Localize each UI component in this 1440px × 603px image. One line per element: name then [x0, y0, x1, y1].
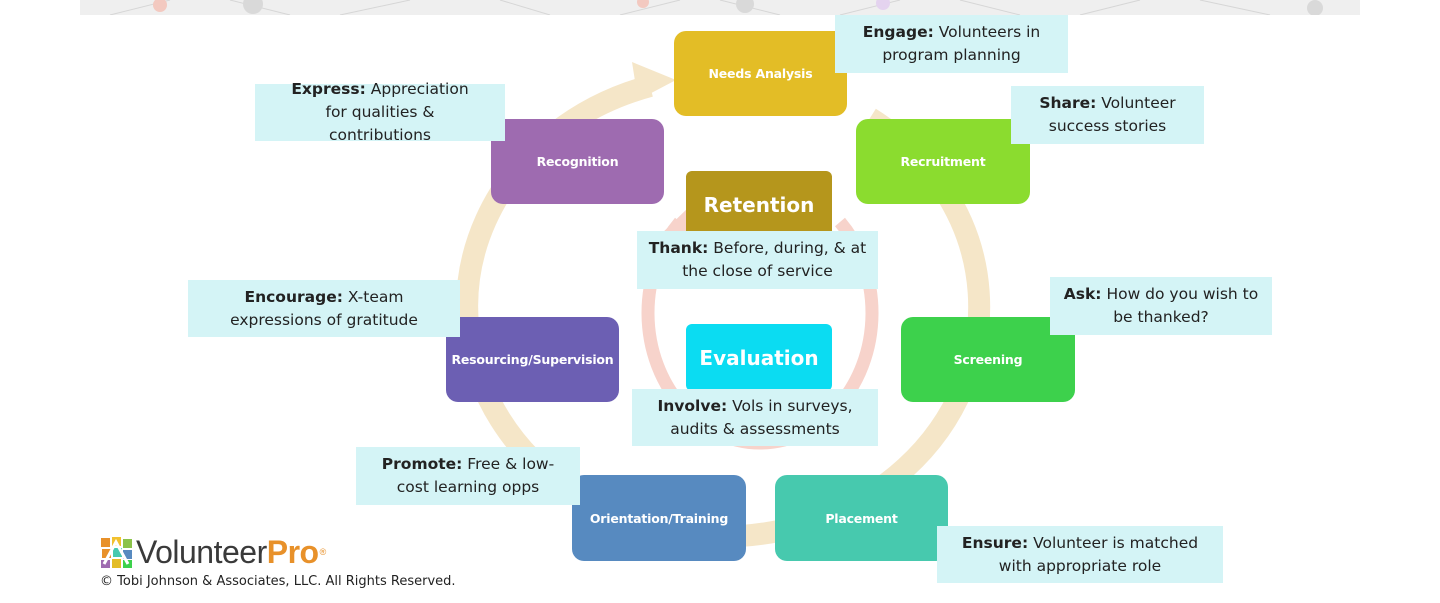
volunteerpro-logo: VolunteerPro® — [100, 532, 326, 572]
outer-cycle-arrowhead — [632, 62, 676, 100]
stage-recognition: Recognition — [491, 119, 664, 204]
note-promote-text: Free & low-cost learning opps — [396, 455, 555, 496]
center-evaluation: Evaluation — [686, 324, 832, 391]
copyright-text: © Tobi Johnson & Associates, LLC. All Ri… — [100, 574, 456, 589]
stage-orientation-training: Orientation/Training — [572, 475, 746, 561]
note-engage: Engage: Volunteers in program planning — [835, 15, 1068, 73]
center-retention: Retention — [686, 171, 832, 237]
note-thank-text: Before, during, & at the close of servic… — [682, 239, 867, 280]
stage-needs-analysis: Needs Analysis — [674, 31, 847, 116]
note-promote-label: Promote: — [381, 455, 463, 473]
note-engage-label: Engage: — [862, 23, 934, 41]
note-encourage-text: X-team expressions of gratitude — [230, 287, 418, 329]
note-ensure-text: Volunteer is matched with appropriate ro… — [998, 533, 1199, 575]
note-ask-label: Ask: — [1063, 285, 1102, 303]
logo-wordmark: VolunteerPro® — [136, 532, 326, 572]
note-express: Express: Appreciation for qualities & co… — [255, 80, 505, 144]
stage-recruitment: Recruitment — [856, 119, 1030, 204]
note-thank: Thank: Before, during, & at the close of… — [637, 231, 878, 289]
note-share-label: Share: — [1039, 94, 1097, 112]
logo-name-pro: Pro — [266, 534, 319, 570]
note-involve-text: Vols in surveys, audits & assessments — [670, 396, 853, 438]
note-express-label: Express: — [291, 80, 366, 98]
note-involve-label: Involve: — [657, 396, 728, 415]
note-ensure: Ensure: Volunteer is matched with approp… — [937, 526, 1223, 583]
stage-placement: Placement — [775, 475, 948, 561]
note-engage-text: Volunteers in program planning — [882, 23, 1041, 64]
note-thank-label: Thank: — [648, 239, 709, 257]
note-promote: Promote: Free & low-cost learning opps — [356, 447, 580, 505]
note-ask: Ask: How do you wish to be thanked? — [1050, 277, 1272, 335]
note-express-text: Appreciation for qualities & contributio… — [325, 80, 469, 144]
header-network-graphic — [80, 0, 1360, 15]
volunteerpro-logo-icon — [100, 536, 133, 569]
note-ensure-label: Ensure: — [961, 533, 1029, 552]
stage-screening: Screening — [901, 317, 1075, 402]
note-share: Share: Volunteer success stories — [1011, 86, 1204, 144]
stage-resourcing-supervision: Resourcing/Supervision — [446, 317, 619, 402]
logo-name-volunteer: Volunteer — [136, 534, 267, 570]
note-ask-text: How do you wish to be thanked? — [1101, 285, 1259, 326]
logo-registered-mark: ® — [319, 547, 327, 557]
note-involve: Involve: Vols in surveys, audits & asses… — [632, 389, 878, 446]
note-encourage: Encourage: X-team expressions of gratitu… — [188, 280, 460, 337]
note-share-text: Volunteer success stories — [1048, 94, 1176, 135]
note-encourage-label: Encourage: — [244, 287, 343, 306]
